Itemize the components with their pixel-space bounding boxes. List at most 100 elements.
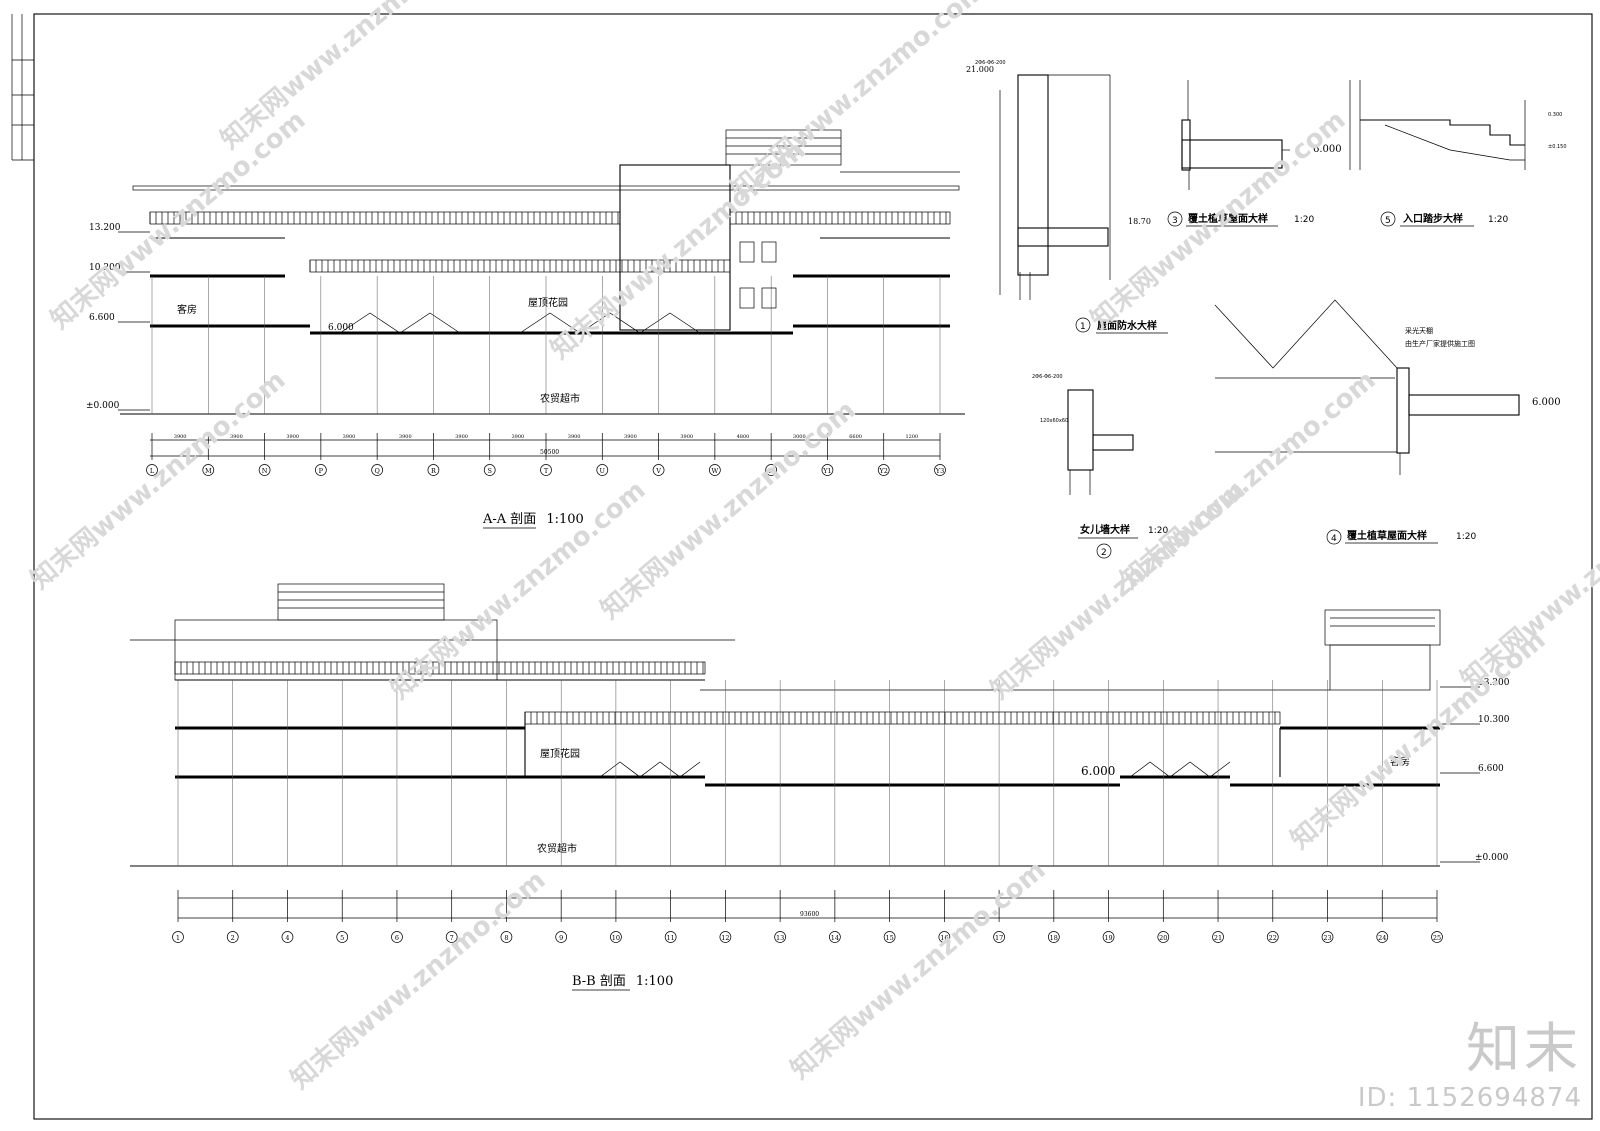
d4-scale: 1:20 (1456, 532, 1476, 542)
d3-scale: 1:20 (1294, 215, 1314, 225)
aa-span-2: 3900 (286, 434, 299, 440)
aa-span-7: 3900 (568, 434, 581, 440)
watermark-text: 知末网www.znzmo.com (1285, 625, 1551, 855)
bb-level-10300: 10.300 (1478, 715, 1510, 725)
bb-axis-6: 6 (395, 934, 399, 942)
aa-axis-N: N (262, 467, 268, 475)
bb-axis-18: 18 (1050, 934, 1058, 942)
watermark-text: 知末网www.znzmo.com (725, 0, 991, 205)
bb-axis-10: 10 (612, 934, 620, 942)
aa-room-garden: 屋顶花园 (528, 296, 568, 309)
aa-axis-Q: Q (374, 467, 379, 475)
d3-title: 覆土植草屋面大样 (1188, 212, 1268, 225)
bb-axis-4: 4 (285, 934, 289, 942)
bb-level-inner: 6.000 (1081, 764, 1115, 778)
detail-2: 2Φ6-Φ6-200 120x60x60 女儿墙大样 1:20 2 (1032, 374, 1168, 559)
aa-axis-Y3: Y3 (935, 467, 944, 475)
d5-scale: 1:20 (1488, 215, 1508, 225)
detail-5: 0.300 ±0.150 5 入口踏步大样 1:20 (1349, 80, 1567, 227)
aa-axis-L: L (150, 467, 155, 475)
d1-rebar: 2Φ6-Φ6-200 (975, 60, 1006, 66)
bb-axis-11: 11 (667, 934, 675, 942)
d4-note1: 采光天棚 (1405, 326, 1433, 335)
bb-axis-20: 20 (1159, 934, 1167, 942)
aa-axis-R: R (431, 467, 437, 475)
title-strip (11, 14, 34, 161)
d1-title: 屋面防水大样 (1097, 319, 1157, 332)
aa-level-0: ±0.000 (86, 401, 120, 411)
bb-room-market: 农贸超市 (537, 842, 577, 855)
bb-axis-7: 7 (450, 934, 454, 942)
bb-axis-15: 15 (885, 934, 893, 942)
aa-axis-V: V (655, 467, 661, 475)
watermark-text: 知末网www.znzmo.com (25, 365, 291, 595)
bb-axis-12: 12 (721, 934, 729, 942)
bb-axis-24: 24 (1378, 934, 1386, 942)
sheet-border (33, 13, 1593, 1120)
aa-axis-P: P (319, 467, 324, 475)
brand-stamp: 知末 ID: 1152694874 (1358, 1004, 1582, 1113)
d5-level1: 0.300 (1548, 112, 1562, 118)
aa-span-0: 3900 (174, 434, 187, 440)
bb-axis-16: 16 (940, 934, 948, 942)
brand-id: ID: 1152694874 (1357, 1083, 1582, 1113)
aa-span-1: 3900 (230, 434, 243, 440)
d1-top-level: 21.000 (966, 65, 994, 74)
d4-title: 覆土植草屋面大样 (1347, 529, 1427, 542)
d4-num: 4 (1331, 534, 1337, 544)
aa-room-guest: 客房 (177, 303, 197, 316)
d4-level: 6.000 (1532, 397, 1561, 408)
bb-axis-25: 25 (1433, 934, 1441, 942)
d2-title: 女儿墙大样 (1080, 523, 1130, 536)
aa-axis-S: S (487, 467, 491, 475)
watermark-text: 知末网www.znzmo.com (1115, 365, 1381, 595)
aa-span-4: 3900 (399, 434, 412, 440)
watermark-text: 知末网www.znzmo.com (215, 0, 481, 155)
bb-total: 93600 (800, 911, 819, 918)
bb-axis-14: 14 (831, 934, 839, 942)
aa-total: 50500 (540, 449, 559, 456)
aa-span-12: 6600 (849, 434, 862, 440)
aa-span-13: 1200 (905, 434, 918, 440)
bb-level-13200: 13.200 (1478, 678, 1510, 688)
brand-logo: 知末 (1466, 1017, 1582, 1080)
aa-axis-W: W (712, 467, 719, 475)
aa-span-5: 3900 (455, 434, 468, 440)
bb-axis-1: 1 (176, 934, 180, 942)
d5-title: 入口踏步大样 (1403, 212, 1463, 225)
bb-axis-21: 21 (1214, 934, 1222, 942)
d5-num: 5 (1385, 216, 1391, 226)
aa-level-6600: 6.600 (89, 313, 115, 323)
aa-level-10200: 10.200 (89, 263, 121, 273)
aa-span-8: 3900 (624, 434, 637, 440)
d4-note2: 由生产厂家提供施工图 (1405, 339, 1475, 348)
d2-rebar: 2Φ6-Φ6-200 (1032, 374, 1063, 380)
bb-axis-2: 2 (231, 934, 235, 942)
aa-axis-Y2: Y2 (878, 467, 887, 475)
d2-scale: 1:20 (1148, 526, 1168, 536)
d1-bottom-level: 18.70 (1128, 217, 1151, 226)
aa-level-13200: 13.200 (89, 223, 121, 233)
d3-level: 6.000 (1313, 144, 1342, 155)
d3-num: 3 (1172, 216, 1178, 226)
aa-axis-T: T (544, 467, 549, 475)
d2-angle: 120x60x60 (1040, 418, 1068, 424)
aa-axis-X: X (769, 467, 774, 475)
section-bb: 13.200 10.300 6.600 ±0.000 6.000 屋顶花园 客房… (130, 583, 1510, 991)
bb-level-6600: 6.600 (1478, 764, 1504, 774)
watermark-text: 知末网www.znzmo.com (285, 865, 551, 1095)
bb-room-garden: 屋顶花园 (540, 747, 580, 760)
aa-span-6: 3900 (511, 434, 524, 440)
bb-axis-23: 23 (1323, 934, 1331, 942)
d2-num: 2 (1101, 548, 1107, 558)
d1-num: 1 (1080, 322, 1086, 332)
aa-room-market: 农贸超市 (540, 392, 580, 405)
watermark-text: 知末网www.znzmo.com (45, 105, 311, 335)
aa-axis-Y1: Y1 (822, 467, 831, 475)
watermark-text: 知末网www.znzmo.com (785, 855, 1051, 1085)
detail-3: 6.000 3 覆土植草屋面大样 1:20 (1167, 80, 1342, 227)
aa-span-3: 3900 (343, 434, 356, 440)
